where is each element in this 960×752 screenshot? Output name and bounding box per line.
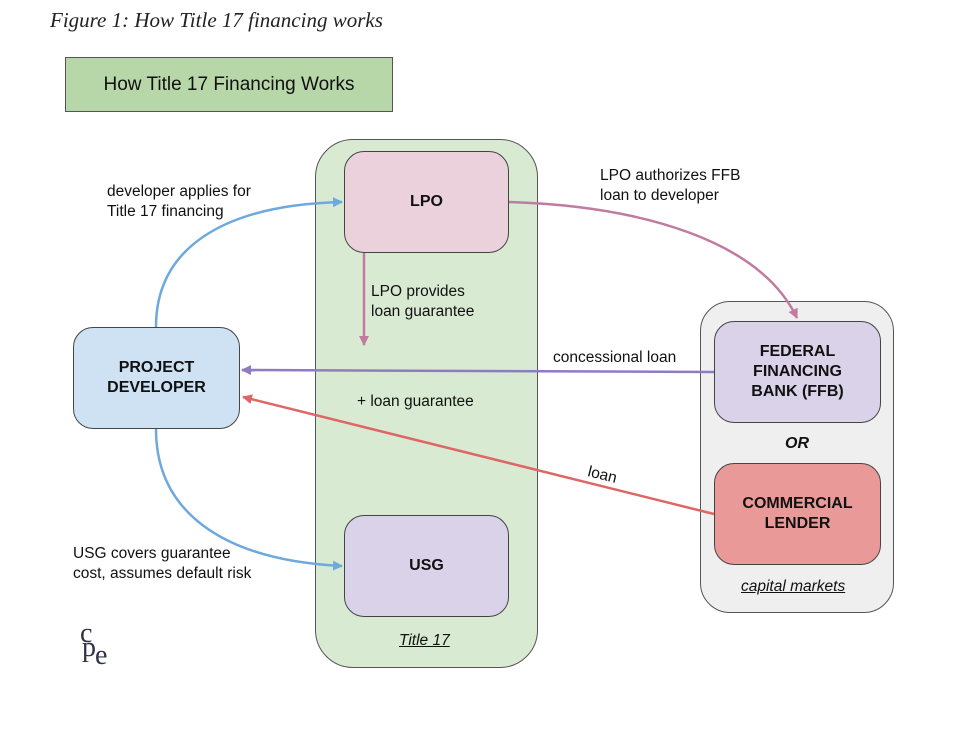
figure-caption: Figure 1: How Title 17 financing works [50, 8, 383, 32]
edge-label-lpo-to-ffb: LPO authorizes FFB loan to developer [600, 167, 741, 204]
edge-label-cl-to-dev: loan [586, 463, 619, 487]
logo-letter-c: c [80, 618, 93, 649]
cpe-logo-icon: c p e [78, 620, 122, 670]
node-commercial-lender: COMMERCIAL LENDER [714, 463, 881, 565]
node-lpo-label: LPO [410, 193, 443, 210]
or-separator: OR [785, 435, 809, 452]
edge-label-dev-to-lpo: developer applies for Title 17 financing [107, 183, 251, 220]
node-usg-label: USG [409, 557, 444, 574]
title17-label: Title 17 [399, 632, 450, 649]
logo-letter-p: p [82, 632, 96, 663]
edge-label-lpo-guarantee: LPO provides loan guarantee [371, 283, 475, 320]
logo-letter-e: e [95, 640, 108, 671]
node-project-developer: PROJECT DEVELOPER [73, 327, 240, 429]
diagram-title-box: How Title 17 Financing Works [65, 57, 393, 112]
node-ffb: FEDERAL FINANCING BANK (FFB) [714, 321, 881, 423]
edge-label-ffb-to-dev: concessional loan [553, 349, 677, 366]
node-commercial-lender-label: COMMERCIAL LENDER [742, 495, 853, 532]
capital-markets-label: capital markets [741, 578, 846, 595]
edge-label-dev-to-usg: USG covers guarantee cost, assumes defau… [73, 545, 252, 582]
node-ffb-label: FEDERAL FINANCING BANK (FFB) [751, 343, 844, 400]
node-usg: USG [344, 515, 509, 617]
node-project-developer-label: PROJECT DEVELOPER [107, 359, 206, 396]
plus-loan-guarantee-label: + loan guarantee [357, 393, 474, 410]
node-lpo: LPO [344, 151, 509, 253]
